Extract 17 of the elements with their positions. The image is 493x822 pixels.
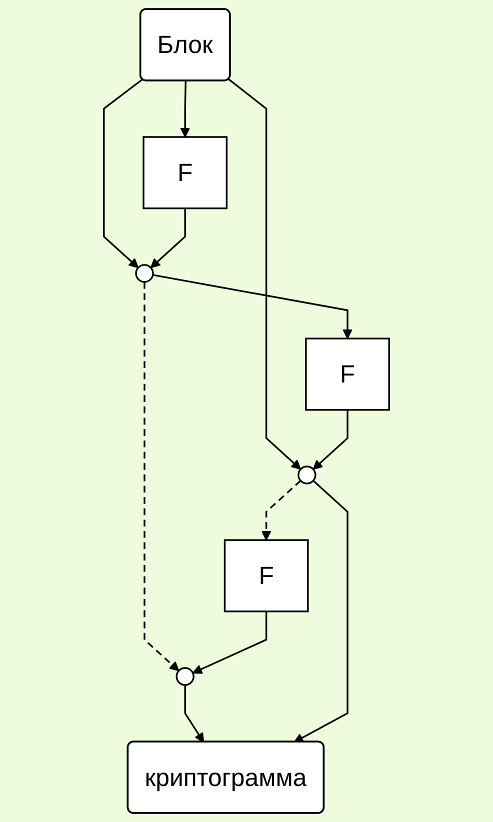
arrow (103, 78, 144, 268)
node-box: F (305, 338, 390, 411)
arrow (150, 208, 186, 268)
arrow (312, 410, 348, 470)
arrow (180, 80, 190, 138)
node-circle (135, 264, 154, 283)
node-box: F (142, 136, 228, 210)
arrow (144, 282, 180, 672)
node-circle (176, 667, 194, 686)
node-box: F (224, 539, 309, 612)
arrow (261, 480, 302, 541)
node-circle (298, 466, 316, 484)
arrow (192, 611, 268, 674)
arrow (152, 274, 352, 339)
arrow (228, 78, 302, 470)
arrow (294, 480, 348, 743)
arrow (184, 685, 204, 743)
